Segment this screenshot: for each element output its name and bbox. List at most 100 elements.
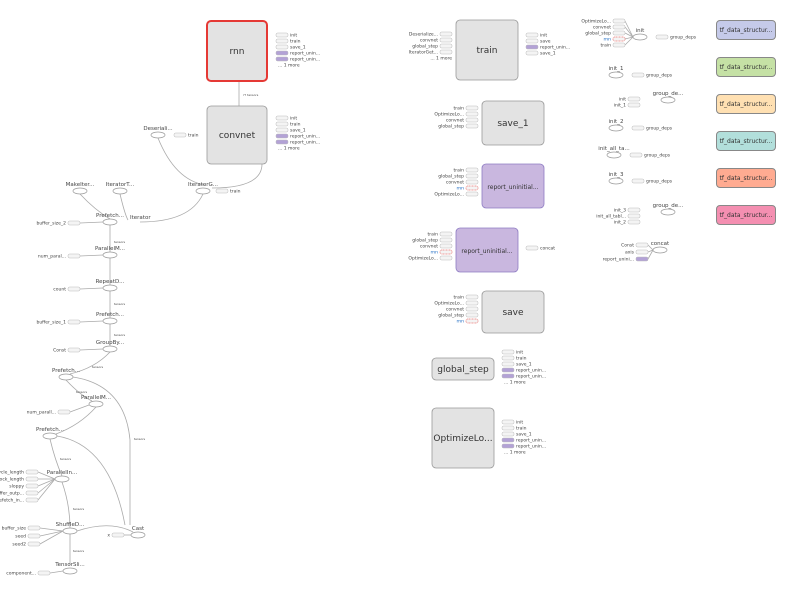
convnet-out-3[interactable] bbox=[275, 133, 289, 139]
save-in-2[interactable] bbox=[465, 306, 479, 312]
save-in-0[interactable] bbox=[465, 294, 479, 300]
report1-in-4[interactable] bbox=[465, 191, 479, 197]
pin-in-1[interactable] bbox=[25, 476, 39, 482]
report2-in-0[interactable] bbox=[439, 231, 453, 237]
node-tensorSl[interactable] bbox=[62, 567, 78, 575]
prefetch1-in-buffer[interactable] bbox=[67, 220, 81, 226]
save-in-3[interactable] bbox=[465, 312, 479, 318]
node-init_1[interactable] bbox=[608, 71, 624, 79]
report2-in-1[interactable] bbox=[439, 237, 453, 243]
legend-item-2[interactable]: tf_data_structur... bbox=[716, 94, 776, 114]
init-in-3[interactable] bbox=[612, 36, 626, 42]
repeat-in-count[interactable] bbox=[67, 286, 81, 292]
legend-item-5[interactable]: tf_data_structur... bbox=[716, 205, 776, 225]
save1-in-3[interactable] bbox=[465, 123, 479, 129]
node-shuffle[interactable] bbox=[62, 527, 78, 535]
node-parallelIn[interactable] bbox=[54, 475, 70, 483]
node-group_de1[interactable] bbox=[660, 96, 676, 104]
global_step-out-0[interactable] bbox=[501, 349, 515, 355]
rnn-out-4[interactable] bbox=[275, 56, 289, 62]
node-prefetch3[interactable] bbox=[58, 373, 74, 381]
save1-in-0[interactable] bbox=[465, 105, 479, 111]
node-prefetch4[interactable] bbox=[42, 432, 58, 440]
shuffle-in-2[interactable] bbox=[27, 541, 41, 547]
gd2-in-init3[interactable] bbox=[627, 207, 641, 213]
rnn-out-2[interactable] bbox=[275, 44, 289, 50]
node-prefetch2[interactable] bbox=[102, 317, 118, 325]
node-deserialize[interactable] bbox=[150, 131, 166, 139]
pin-in-0[interactable] bbox=[25, 469, 39, 475]
rnn-out-1[interactable] bbox=[275, 38, 289, 44]
node-iteratorT[interactable] bbox=[112, 187, 128, 195]
save-in-1[interactable] bbox=[465, 300, 479, 306]
init-in-4[interactable] bbox=[612, 42, 626, 48]
train-out-3[interactable] bbox=[525, 50, 539, 56]
save1-in-1[interactable] bbox=[465, 111, 479, 117]
gd2-in-initall[interactable] bbox=[627, 213, 641, 219]
report1-in-3[interactable] bbox=[465, 185, 479, 191]
pin-in-2[interactable] bbox=[25, 483, 39, 489]
convnet-out-4[interactable] bbox=[275, 139, 289, 145]
report2-in-2[interactable] bbox=[439, 243, 453, 249]
report2-in-4[interactable] bbox=[439, 255, 453, 261]
node-parallelM1[interactable] bbox=[102, 251, 118, 259]
init-in-2[interactable] bbox=[612, 30, 626, 36]
meta-node-convnet[interactable] bbox=[206, 105, 268, 165]
train-in-1[interactable] bbox=[439, 37, 453, 43]
concat-in-0[interactable] bbox=[635, 242, 649, 248]
convnet-out-2[interactable] bbox=[275, 127, 289, 133]
iteratorG-out-train[interactable] bbox=[215, 188, 229, 194]
gd2-in-init2[interactable] bbox=[627, 219, 641, 225]
pin-in-3[interactable] bbox=[25, 490, 39, 496]
optimize-out-4[interactable] bbox=[501, 443, 515, 449]
rnn-out-0[interactable] bbox=[275, 32, 289, 38]
rnn-out-3[interactable] bbox=[275, 50, 289, 56]
save1-in-2[interactable] bbox=[465, 117, 479, 123]
pin-in-4[interactable] bbox=[25, 497, 39, 503]
concat-in-2[interactable] bbox=[635, 256, 649, 262]
node-groupBy[interactable] bbox=[102, 345, 118, 353]
shuffle-in-0[interactable] bbox=[27, 525, 41, 531]
save-in-4[interactable] bbox=[465, 318, 479, 324]
node-init_3[interactable] bbox=[608, 177, 624, 185]
meta-node-train[interactable] bbox=[455, 19, 519, 81]
global_step-out-2[interactable] bbox=[501, 361, 515, 367]
legend-item-4[interactable]: tf_data_structur... bbox=[716, 168, 776, 188]
report2-out-concat[interactable] bbox=[525, 245, 539, 251]
report1-in-1[interactable] bbox=[465, 173, 479, 179]
init-in-1[interactable] bbox=[612, 24, 626, 30]
meta-node-global_step[interactable] bbox=[431, 357, 495, 381]
init2-out-group_deps[interactable] bbox=[631, 125, 645, 131]
train-out-2[interactable] bbox=[525, 44, 539, 50]
node-init[interactable] bbox=[632, 33, 648, 41]
gd1-in-init[interactable] bbox=[627, 96, 641, 102]
report1-in-2[interactable] bbox=[465, 179, 479, 185]
node-init_2[interactable] bbox=[608, 124, 624, 132]
initall-out-group_deps[interactable] bbox=[629, 152, 643, 158]
train-in-0[interactable] bbox=[439, 31, 453, 37]
optimize-out-2[interactable] bbox=[501, 431, 515, 437]
meta-node-report2[interactable] bbox=[455, 227, 519, 273]
train-in-2[interactable] bbox=[439, 43, 453, 49]
node-cast[interactable] bbox=[130, 531, 146, 539]
prefetch2-in-buffer[interactable] bbox=[67, 319, 81, 325]
init-out-group_deps[interactable] bbox=[655, 34, 669, 40]
concat-in-1[interactable] bbox=[635, 249, 649, 255]
shuffle-in-1[interactable] bbox=[27, 533, 41, 539]
node-prefetch1[interactable] bbox=[102, 218, 118, 226]
meta-node-rnn[interactable] bbox=[206, 20, 268, 82]
deserialize-out-train[interactable] bbox=[173, 132, 187, 138]
legend-item-3[interactable]: tf_data_structur... bbox=[716, 131, 776, 151]
legend-item-1[interactable]: tf_data_structur... bbox=[716, 57, 776, 77]
node-parallelM2[interactable] bbox=[88, 400, 104, 408]
init-in-0[interactable] bbox=[612, 18, 626, 24]
init3-out-group_deps[interactable] bbox=[631, 178, 645, 184]
report1-in-0[interactable] bbox=[465, 167, 479, 173]
optimize-out-0[interactable] bbox=[501, 419, 515, 425]
train-out-1[interactable] bbox=[525, 38, 539, 44]
gd1-in-init1[interactable] bbox=[627, 102, 641, 108]
node-makeiter[interactable] bbox=[72, 187, 88, 195]
convnet-out-0[interactable] bbox=[275, 115, 289, 121]
cast-in-x[interactable] bbox=[111, 532, 125, 538]
